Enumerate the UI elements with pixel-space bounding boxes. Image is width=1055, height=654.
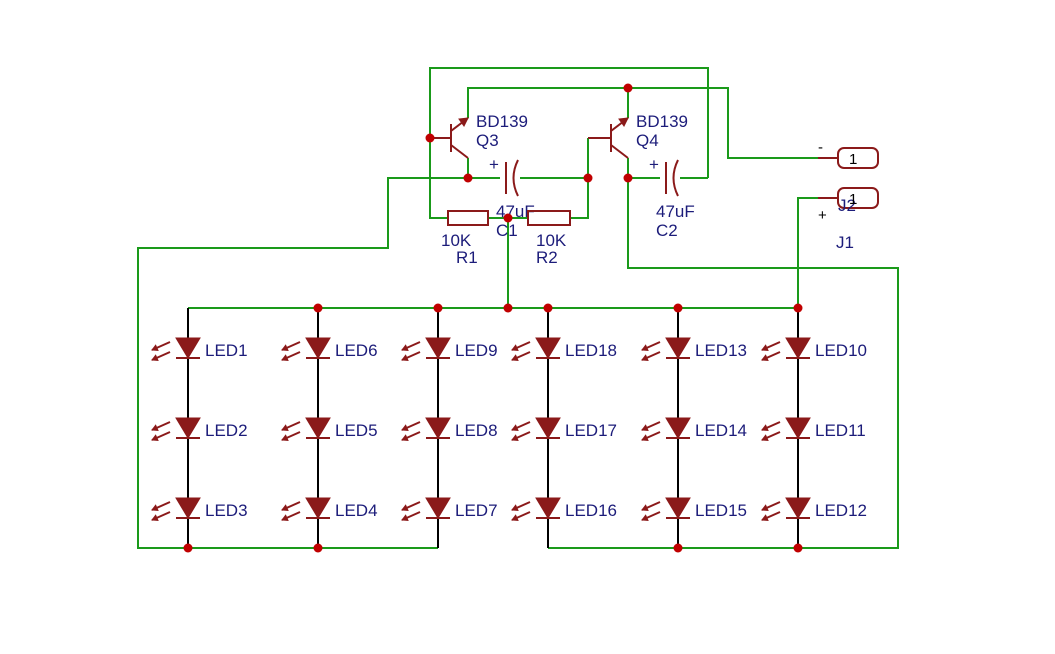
- led-label: LED10: [815, 341, 867, 360]
- junctions: [183, 83, 803, 553]
- led-led5: LED5: [281, 417, 378, 442]
- transistor-q3: [430, 117, 469, 159]
- led-label: LED1: [205, 341, 248, 360]
- led-label: LED13: [695, 341, 747, 360]
- led-label: LED5: [335, 421, 378, 440]
- r2-ref-label: R2: [536, 248, 558, 267]
- led-led2: LED2: [151, 417, 248, 442]
- led-led6: LED6: [281, 337, 378, 362]
- led-led4: LED4: [281, 497, 378, 522]
- led-label: LED11: [815, 421, 866, 440]
- c2-polarity: +: [649, 155, 659, 174]
- j1-pin-plus-number: 1: [849, 191, 857, 208]
- q4-value-label: BD139: [636, 112, 688, 131]
- resistor-r2: [527, 210, 571, 226]
- led-label: LED6: [335, 341, 378, 360]
- led-led11: LED11: [761, 417, 866, 442]
- r1-ref-label: R1: [456, 248, 478, 267]
- led-label: LED3: [205, 501, 248, 520]
- wire-q3-base-to-c2: [429, 67, 709, 178]
- led-label: LED12: [815, 501, 867, 520]
- led-led15: LED15: [641, 497, 747, 522]
- r2-value-label: 10K: [536, 231, 567, 250]
- wires: [137, 67, 899, 549]
- r1-value-label: 10K: [441, 231, 472, 250]
- q4-ref-label: Q4: [636, 131, 659, 150]
- capacitor-c1: [505, 159, 519, 197]
- capacitor-c2: [665, 159, 679, 197]
- led-led8: LED8: [401, 417, 498, 442]
- wire-j1-plus-to-rail: [797, 197, 818, 308]
- c1-ref-label: C1: [496, 221, 518, 240]
- j1-pin-minus-number: 1: [849, 151, 857, 168]
- c2-value-label: 47uF: [656, 202, 695, 221]
- wire-q4-node-to-right-rail: [548, 178, 899, 549]
- q3-ref-label: Q3: [476, 131, 499, 150]
- led-led17: LED17: [511, 417, 617, 442]
- transistor-q4: [588, 117, 629, 159]
- wire-q3-collector-to-j1-minus: [467, 87, 818, 159]
- led-label: LED4: [335, 501, 378, 520]
- led-led7: LED7: [401, 497, 498, 522]
- c1-polarity: +: [489, 155, 499, 174]
- led-label: LED15: [695, 501, 747, 520]
- j1-ref-label: J1: [836, 233, 854, 252]
- led-led1: LED1: [151, 337, 248, 362]
- led-label: LED8: [455, 421, 498, 440]
- j1-pin-minus: [837, 147, 879, 169]
- j1-minus-sign: -: [818, 139, 823, 156]
- q3-value-label: BD139: [476, 112, 528, 131]
- j2-ref-label: J2: [838, 196, 856, 215]
- resistor-r1: [447, 210, 489, 226]
- led-label: LED9: [455, 341, 498, 360]
- led-led3: LED3: [151, 497, 248, 522]
- c2-ref-label: C2: [656, 221, 678, 240]
- led-label: LED14: [695, 421, 747, 440]
- j1-pin-plus: [837, 187, 879, 209]
- led-led14: LED14: [641, 417, 747, 442]
- led-label: LED17: [565, 421, 617, 440]
- led-label: LED2: [205, 421, 248, 440]
- led-led13: LED13: [641, 337, 747, 362]
- wire-q3-base-to-r1: [429, 138, 448, 219]
- led-led12: LED12: [761, 497, 867, 522]
- j1-plus-sign: +: [818, 207, 827, 224]
- led-label: LED16: [565, 501, 617, 520]
- led-led10: LED10: [761, 337, 867, 362]
- connector-j1: [818, 147, 879, 209]
- wire-q4-base-node: [570, 138, 589, 219]
- led-label: LED18: [565, 341, 617, 360]
- led-led16: LED16: [511, 497, 617, 522]
- led-led18: LED18: [511, 337, 617, 362]
- led-led9: LED9: [401, 337, 498, 362]
- led-label: LED7: [455, 501, 498, 520]
